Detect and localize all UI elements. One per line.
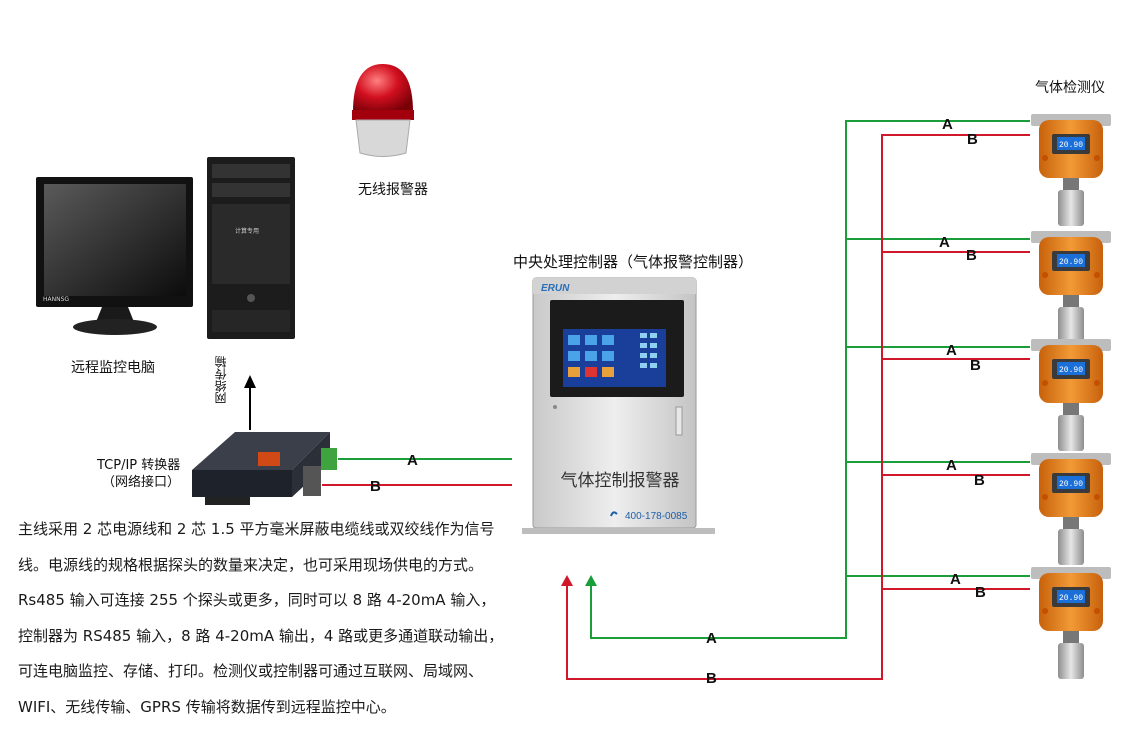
gas-detector-4-reading: 20.90: [1059, 480, 1083, 489]
bus-wire-a-label: A: [706, 630, 717, 647]
network-up-arrow: [244, 375, 256, 388]
description-line: WIFI、无线传输、GPRS 传输将数据传到远程监控中心。: [18, 697, 396, 716]
pc-tower-icon: [207, 157, 295, 339]
gas-detector-3-icon: 20.90: [1031, 339, 1111, 451]
detector-2-wire-a-label: A: [939, 234, 950, 251]
detector-5-wire-b-label: B: [975, 584, 986, 601]
detector-4-wire-b-label: B: [974, 472, 985, 489]
description-line: 线。电源线的规格根据探头的数量来决定，也可采用现场供电的方式。: [18, 555, 484, 574]
detector-1-wire-b-label: B: [967, 131, 978, 148]
gas-detector-3-reading: 20.90: [1059, 366, 1083, 375]
monitor-brand: HANNSG: [43, 296, 70, 303]
detector-group: 20.90 20.90 20.90 20.90 20.90: [1031, 114, 1111, 679]
wire-b-arrow: [561, 575, 573, 586]
description-line: 主线采用 2 芯电源线和 2 芯 1.5 平方毫米屏蔽电缆线或双绞线作为信号: [18, 520, 495, 538]
description-line: 控制器为 RS485 输入，8 路 4-20mA 输出，4 路或更多通道联动输出…: [18, 626, 504, 645]
detector-1-wire-a-label: A: [942, 116, 953, 133]
wire-a-arrow: [585, 575, 597, 586]
description-paragraph: 主线采用 2 芯电源线和 2 芯 1.5 平方毫米屏蔽电缆线或双绞线作为信号 线…: [18, 512, 538, 725]
detector-4-wire-a-label: A: [946, 457, 957, 474]
pc-case-label: 计算专用: [235, 228, 260, 235]
controller-cabinet-icon: [522, 277, 715, 534]
detector-3-wire-a-label: A: [946, 342, 957, 359]
detector-3-wire-b-label: B: [970, 357, 981, 374]
controller-panel-title: 气体控制报警器: [560, 471, 680, 491]
wire-a-bus: [590, 120, 1030, 639]
gas-detector-1-reading: 20.90: [1059, 141, 1083, 150]
bus-wire-b-label: B: [706, 670, 717, 687]
gas-detector-5-reading: 20.90: [1059, 594, 1083, 603]
network-transmission-label: 网络传输: [214, 356, 228, 404]
tcp-converter-icon: [192, 432, 337, 505]
gas-detector-label: 气体检测仪: [1035, 80, 1105, 96]
controller-caption: 中央处理控制器（气体报警控制器）: [513, 253, 754, 271]
gas-detector-2-icon: 20.90: [1031, 231, 1111, 343]
detector-5-wire-a-label: A: [950, 571, 961, 588]
tcp-converter-label: TCP/IP 转换器: [97, 458, 181, 473]
converter-wire-b-label: B: [370, 478, 381, 495]
gas-detector-4-icon: 20.90: [1031, 453, 1111, 565]
description-line: Rs485 输入可连接 255 个探头或更多，同时可以 8 路 4-20mA 输…: [18, 591, 496, 609]
tcp-converter-sublabel: （网络接口）: [102, 475, 181, 490]
controller-brand: ERUN: [541, 283, 570, 294]
converter-wire-a-label: A: [407, 452, 418, 469]
detector-2-wire-b-label: B: [966, 247, 977, 264]
wire-b-bus: [566, 134, 1030, 680]
gas-detector-1-icon: 20.90: [1031, 114, 1111, 226]
gas-detector-2-reading: 20.90: [1059, 258, 1083, 267]
controller-phone: 400-178-0085: [625, 511, 688, 522]
alarm-lamp-icon: [352, 64, 414, 157]
wireless-alarm-label: 无线报警器: [358, 182, 428, 198]
description-line: 可连电脑监控、存储、打印。检测仪或控制器可通过互联网、局域网、: [18, 662, 484, 680]
gas-detector-5-icon: 20.90: [1031, 567, 1111, 679]
monitor-icon: [36, 177, 193, 335]
remote-pc-label: 远程监控电脑: [71, 360, 155, 376]
